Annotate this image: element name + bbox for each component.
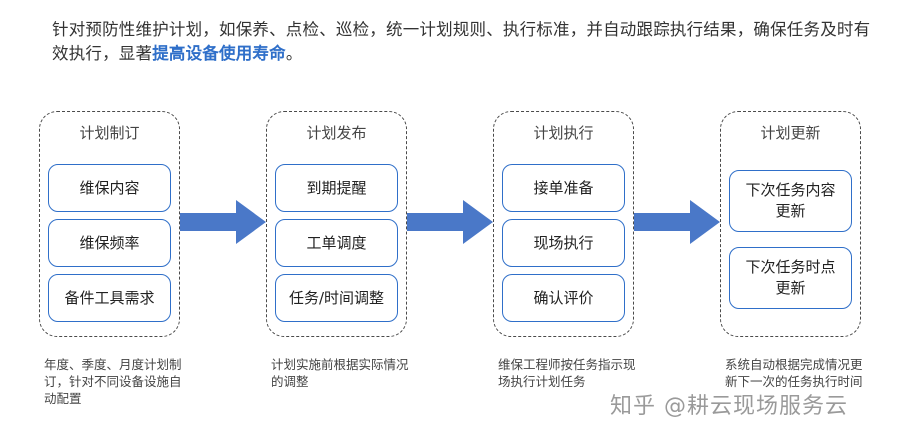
- stage-item: 下次任务内容更新: [729, 170, 852, 232]
- intro-text-end: 。: [285, 44, 303, 63]
- stage-item: 备件工具需求: [48, 274, 171, 322]
- stage-note: 计划实施前根据实际情况的调整: [271, 357, 409, 389]
- stage-plan-update: 计划更新 下次任务内容更新 下次任务时点更新: [720, 111, 861, 337]
- stage-note: 系统自动根据完成情况更新下一次的任务执行时间: [725, 357, 863, 389]
- flow-arrow-icon: [407, 200, 493, 244]
- flow-arrow-icon: [634, 200, 720, 244]
- stage-item: 下次任务时点更新: [729, 247, 852, 309]
- stage-item: 工单调度: [275, 219, 398, 267]
- stage-item: 现场执行: [502, 219, 625, 267]
- stage-note: 年度、季度、月度计划制订，针对不同设备设施自动配置: [44, 357, 182, 406]
- stage-title: 计划更新: [760, 124, 821, 142]
- stage-item: 维保内容: [48, 164, 171, 212]
- flow-arrow-icon: [180, 200, 266, 244]
- stage-item: 任务/时间调整: [275, 274, 398, 322]
- stage-title: 计划发布: [306, 124, 367, 142]
- stage-plan-publish: 计划发布 到期提醒 工单调度 任务/时间调整: [266, 111, 407, 337]
- stage-item: 确认评价: [502, 274, 625, 322]
- stage-note: 维保工程师按任务指示现场执行计划任务: [498, 357, 636, 389]
- intro-paragraph: 针对预防性维护计划，如保养、点检、巡检，统一计划规则、执行标准，并自动跟踪执行结…: [52, 18, 872, 66]
- stage-title: 计划制订: [79, 124, 140, 142]
- stage-plan-create: 计划制订 维保内容 维保频率 备件工具需求: [39, 111, 180, 337]
- intro-text: 针对预防性维护计划，如保养、点检、巡检，统一计划规则、执行标准，并自动跟踪执行结…: [52, 20, 871, 63]
- watermark: 知乎 @耕云现场服务云: [610, 394, 848, 419]
- intro-highlight: 提高设备使用寿命: [152, 44, 286, 63]
- stage-plan-execute: 计划执行 接单准备 现场执行 确认评价: [493, 111, 634, 337]
- stage-item: 维保频率: [48, 219, 171, 267]
- stage-item: 接单准备: [502, 164, 625, 212]
- stage-title: 计划执行: [533, 124, 594, 142]
- stage-item: 到期提醒: [275, 164, 398, 212]
